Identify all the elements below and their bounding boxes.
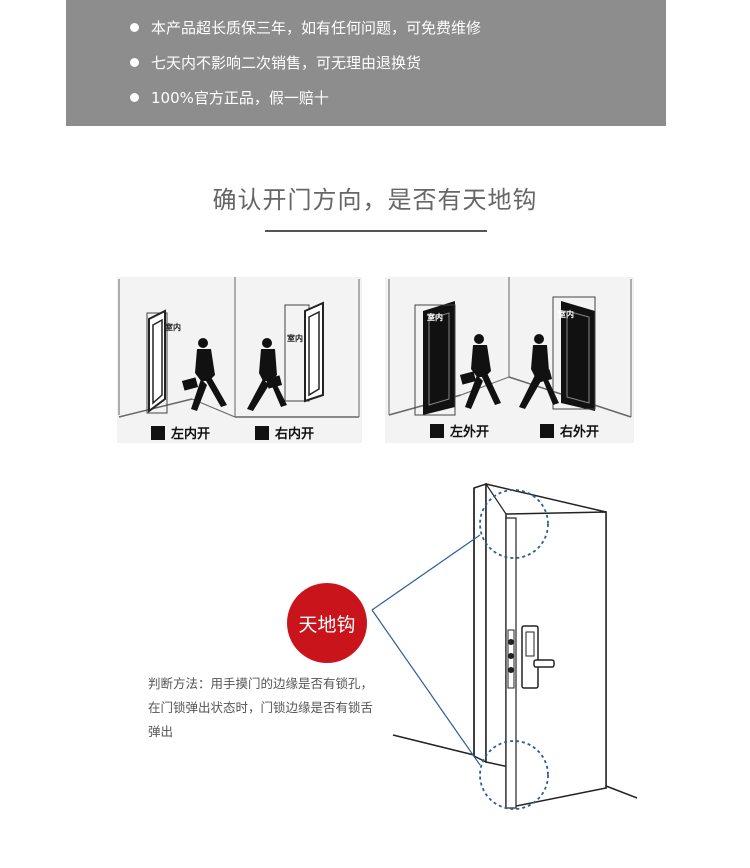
- room-label: 室内: [287, 334, 303, 343]
- option-left-outward: 左外开: [430, 421, 489, 440]
- room-label: 室内: [165, 323, 181, 332]
- option-label: 左内开: [171, 427, 211, 442]
- option-right-inward: 右内开: [255, 423, 314, 442]
- room-label: 室内: [427, 313, 443, 322]
- square-icon: [430, 423, 444, 438]
- bullet-dot-icon: [130, 58, 139, 67]
- square-icon: [151, 425, 165, 440]
- bottom-connector-line: [371, 609, 481, 766]
- bullet-text: 本产品超长质保三年，如有任何问题，可免费维修: [151, 19, 482, 37]
- option-right-outward: 右外开: [540, 421, 599, 440]
- bottom-hook-callout: [479, 740, 549, 810]
- judgment-method-text: 判断方法：用手摸门的边缘是否有锁孔，在门锁弹出状态时，门锁边缘是否有锁舌弹出: [148, 676, 374, 739]
- option-label: 左外开: [450, 425, 490, 440]
- option-label: 右外开: [560, 425, 600, 440]
- authentic-bullet: 100%官方正品，假一赔十: [130, 87, 329, 108]
- outward-opening-panel: 室内 室内 左外开 右外开: [385, 277, 634, 443]
- square-icon: [255, 425, 269, 440]
- bullet-dot-icon: [130, 23, 139, 32]
- door-slab: [505, 511, 607, 809]
- square-icon: [540, 423, 554, 438]
- top-bottom-hook-badge: 天地钩: [287, 583, 367, 663]
- warranty-panel: [66, 0, 666, 126]
- bullet-text: 100%官方正品，假一赔十: [151, 89, 329, 107]
- option-label: 右内开: [275, 427, 315, 442]
- title-divider: [265, 230, 487, 232]
- warranty-bullet: 本产品超长质保三年，如有任何问题，可免费维修: [130, 17, 481, 38]
- return-bullet: 七天内不影响二次销售，可无理由退换货: [130, 52, 421, 73]
- inward-opening-panel: 室内 室内 左内开 右内开: [117, 277, 362, 443]
- floor-line: [605, 785, 638, 799]
- section-title: 确认开门方向，是否有天地钩: [212, 186, 538, 214]
- inward-opening-illustration: [117, 277, 362, 443]
- door-handle: [533, 659, 555, 668]
- room-label: 室内: [558, 310, 574, 319]
- bullet-dot-icon: [130, 93, 139, 102]
- floor-line: [392, 734, 479, 757]
- option-left-inward: 左内开: [151, 423, 210, 442]
- outward-opening-illustration: [385, 277, 634, 443]
- bullet-text: 七天内不影响二次销售，可无理由退换货: [151, 54, 422, 72]
- top-connector-line: [371, 534, 481, 611]
- top-hook-callout: [479, 489, 549, 559]
